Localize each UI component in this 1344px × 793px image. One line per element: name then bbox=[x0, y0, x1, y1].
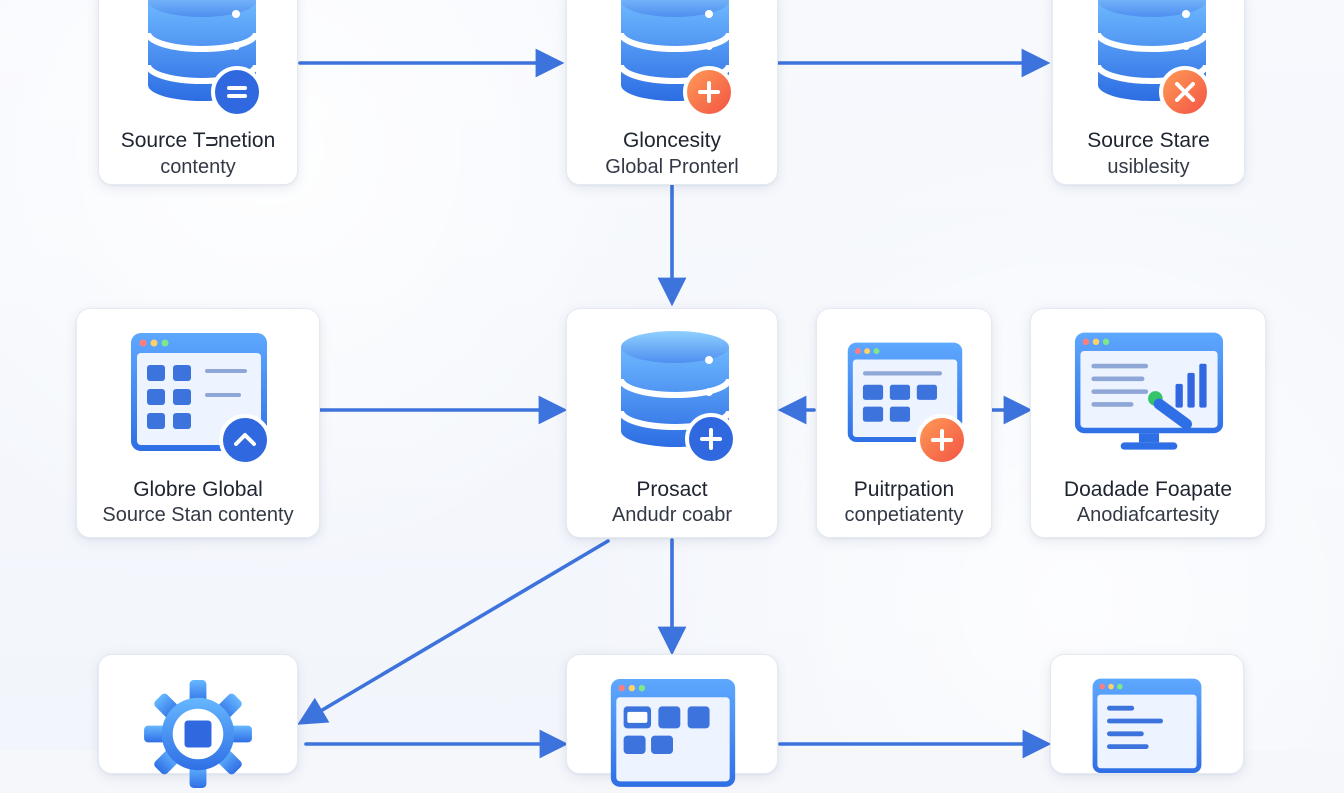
plus-badge-icon bbox=[683, 66, 735, 118]
node-gear[interactable] bbox=[98, 654, 298, 788]
node-title: Puitrpation bbox=[853, 478, 955, 501]
node-source-stare[interactable]: Source Stare usiblesity bbox=[1052, 0, 1245, 185]
node-subtitle: Global Pronterl bbox=[605, 156, 739, 178]
node-subtitle: Andudr coabr bbox=[611, 504, 733, 526]
connections-layer bbox=[297, 48, 1052, 759]
node-subtitle: conpetiatenty bbox=[844, 504, 964, 526]
node-title: Prosact bbox=[636, 478, 708, 501]
monitor-chart-icon bbox=[1074, 332, 1224, 450]
node-gloncesity[interactable]: Gloncesity Global Pronterl bbox=[566, 0, 778, 185]
node-bottom-window[interactable] bbox=[566, 654, 778, 787]
edge-prosact-to-gear bbox=[297, 539, 610, 725]
node-right-window[interactable] bbox=[1050, 654, 1244, 774]
node-subtitle: Source Stan contenty bbox=[102, 504, 294, 526]
chevron-up-badge-icon bbox=[219, 414, 271, 466]
plus-badge-icon bbox=[916, 414, 968, 466]
gear-icon bbox=[144, 680, 252, 788]
plus-badge-icon bbox=[685, 413, 737, 465]
node-subtitle: contenty bbox=[160, 156, 236, 178]
app-window-icon bbox=[610, 678, 736, 787]
app-window-icon bbox=[1092, 678, 1202, 773]
node-doadade-foapate[interactable]: Doadade Foapate Anodiafcartesity bbox=[1030, 308, 1266, 538]
node-subtitle: usiblesity bbox=[1107, 156, 1190, 178]
node-subtitle: Anodiafcartesity bbox=[1076, 504, 1220, 526]
node-title: Source Tᴝnetion bbox=[120, 129, 276, 152]
node-source-tunetion[interactable]: Source Tᴝnetion contenty bbox=[98, 0, 298, 185]
node-prosact[interactable]: Prosact Andudr coabr bbox=[566, 308, 778, 538]
equals-badge-icon bbox=[211, 66, 263, 118]
node-globre-global[interactable]: Globre Global Source Stan contenty bbox=[76, 308, 320, 538]
node-title: Doadade Foapate bbox=[1063, 478, 1233, 501]
node-puitrpation[interactable]: Puitrpation conpetiatenty bbox=[816, 308, 992, 538]
node-title: Source Stare bbox=[1087, 129, 1210, 152]
node-title: Gloncesity bbox=[622, 129, 722, 152]
node-title: Globre Global bbox=[133, 478, 263, 501]
close-badge-icon bbox=[1159, 66, 1211, 118]
